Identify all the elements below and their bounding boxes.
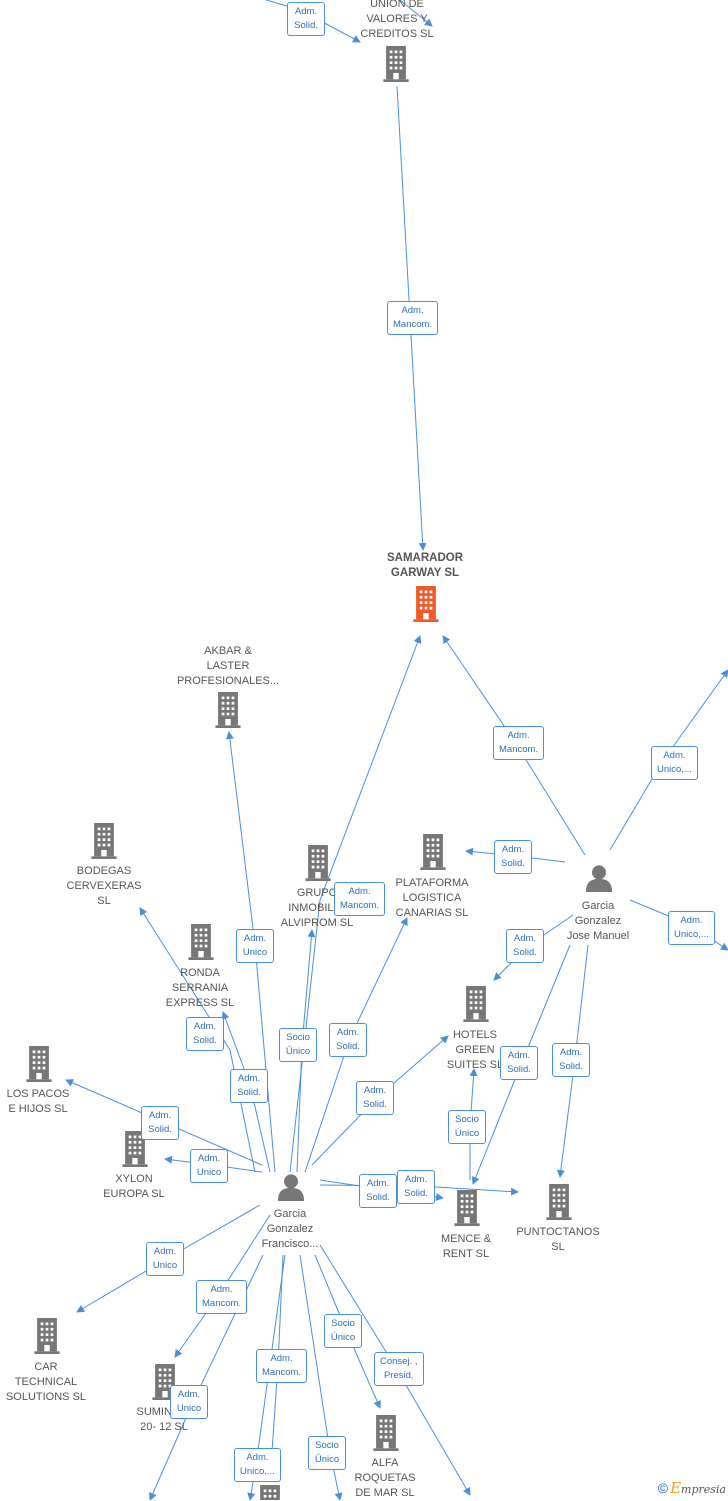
edge-label-10[interactable]: Adm. Solid. [329,1023,367,1057]
edge-label-11[interactable]: Adm. Solid. [506,929,544,963]
node-label-mence[interactable]: MENCE & RENT SL [440,1233,492,1260]
edge-line-29 [399,0,433,27]
edge-label-8[interactable]: Adm. Solid. [494,840,532,874]
building-icon-ronda[interactable] [188,924,214,960]
empresia-logo: ©Empresia [658,1479,726,1497]
edge-label-22[interactable]: Adm. Mancom. [196,1280,248,1314]
node-label-samarador[interactable]: SAMARADOR GARWAY SL [386,552,464,579]
node-label-ronda[interactable]: RONDA SERRANIA EXPRESS SL [165,967,235,1009]
node-label-alfa[interactable]: ALFA ROQUETAS DE MAR SL [354,1457,416,1499]
edge-label-12[interactable]: Adm. Solid. [230,1069,268,1103]
edge-label-28[interactable]: Socio Único [308,1436,346,1470]
edge-label-0[interactable]: Adm. Solid. [287,2,325,36]
building-icon-plataforma[interactable] [420,834,446,870]
edge-label-3[interactable]: Adm. Unico,... [651,746,698,780]
building-icon-bottom1[interactable] [257,1485,283,1500]
edge-label-4[interactable]: Adm. Solid. [186,1017,224,1051]
edge-label-19[interactable]: Adm. Solid. [359,1174,397,1208]
person-icon-gjf[interactable] [277,1174,305,1201]
building-icon-samarador[interactable] [413,586,439,622]
edge-label-9[interactable]: Socio Único [279,1028,317,1062]
node-label-akbar[interactable]: AKBAR & LASTER PROFESIONALES... [176,645,280,687]
person-icon-gjm[interactable] [585,865,613,892]
edge-label-16[interactable]: Socio Único [448,1110,486,1144]
node-label-hotels[interactable]: HOTELS GREEN SUITES SL [446,1029,504,1071]
edge-label-5[interactable]: Adm. Unico [236,929,274,963]
building-icon-alfa[interactable] [373,1415,399,1451]
edge-label-15[interactable]: Adm. Solid. [552,1043,590,1077]
edge-label-14[interactable]: Adm. Solid. [500,1046,538,1080]
node-label-re[interactable]: RE COST [685,601,728,631]
edge-label-17[interactable]: Adm. Solid. [141,1106,179,1140]
logo-text: mpresia [681,1483,726,1496]
edge-line-2 [289,635,422,1173]
logo-e: E [670,1479,682,1497]
building-icon-grupo[interactable] [305,845,331,881]
node-label-union[interactable]: UNION DE VALORES Y CREDITOS SL [360,0,434,40]
edge-label-18[interactable]: Adm. Unico [190,1149,228,1183]
building-icon-puntoctanos[interactable] [546,1184,572,1220]
building-icon-hotels[interactable] [463,986,489,1022]
building-icon-lospacos[interactable] [26,1046,52,1082]
building-icon-car[interactable] [34,1318,60,1354]
edge-label-2[interactable]: Adm. Mancom. [334,882,386,916]
edge-label-13[interactable]: Adm. Solid. [356,1081,394,1115]
building-icon-mence[interactable] [454,1190,480,1226]
node-label-car[interactable]: CAR TECHNICAL SOLUTIONS SL [5,1361,87,1403]
building-icon-union[interactable] [383,46,409,82]
edge-label-7[interactable]: Adm. Unico,... [668,911,715,945]
node-label-gjf[interactable]: Garcia Gonzalez Francisco... [261,1208,319,1250]
edge-label-1[interactable]: Adm. Mancom. [387,301,439,335]
edge-label-24[interactable]: Socio Único [324,1314,362,1348]
node-label-lospacos[interactable]: LOS PACOS E HIJOS SL [6,1088,70,1115]
edge-label-27[interactable]: Adm. Unico,... [234,1448,281,1482]
node-label-grupo[interactable]: GRUPO INMOBILI... ALVIPROM SL [280,887,354,929]
node-label-xylon[interactable]: XYLON EUROPA SL [103,1173,165,1200]
edge-label-20[interactable]: Adm. Solid. [397,1170,435,1204]
edge-label-21[interactable]: Adm. Unico [146,1242,184,1276]
building-icon-akbar[interactable] [215,692,241,728]
edge-label-23[interactable]: Adm. Mancom. [256,1349,308,1383]
building-icon-bodegas[interactable] [91,823,117,859]
node-label-bodegas[interactable]: BODEGAS CERVEXERAS SL [66,865,142,907]
edge-line-4 [139,907,256,1173]
edge-label-26[interactable]: Adm. Unico [170,1385,208,1419]
node-label-puntoctanos[interactable]: PUNTOCTANOS SL [516,1226,600,1253]
copyright-symbol: © [657,1480,669,1496]
node-label-gjm[interactable]: Garcia Gonzalez Jose Manuel [566,900,630,942]
edge-label-6[interactable]: Adm. Mancom. [493,726,545,760]
edge-label-25[interactable]: Consej. , Presid. [374,1352,424,1386]
node-label-plataforma[interactable]: PLATAFORMA LOGISTICA CANARIAS SL [395,877,469,919]
